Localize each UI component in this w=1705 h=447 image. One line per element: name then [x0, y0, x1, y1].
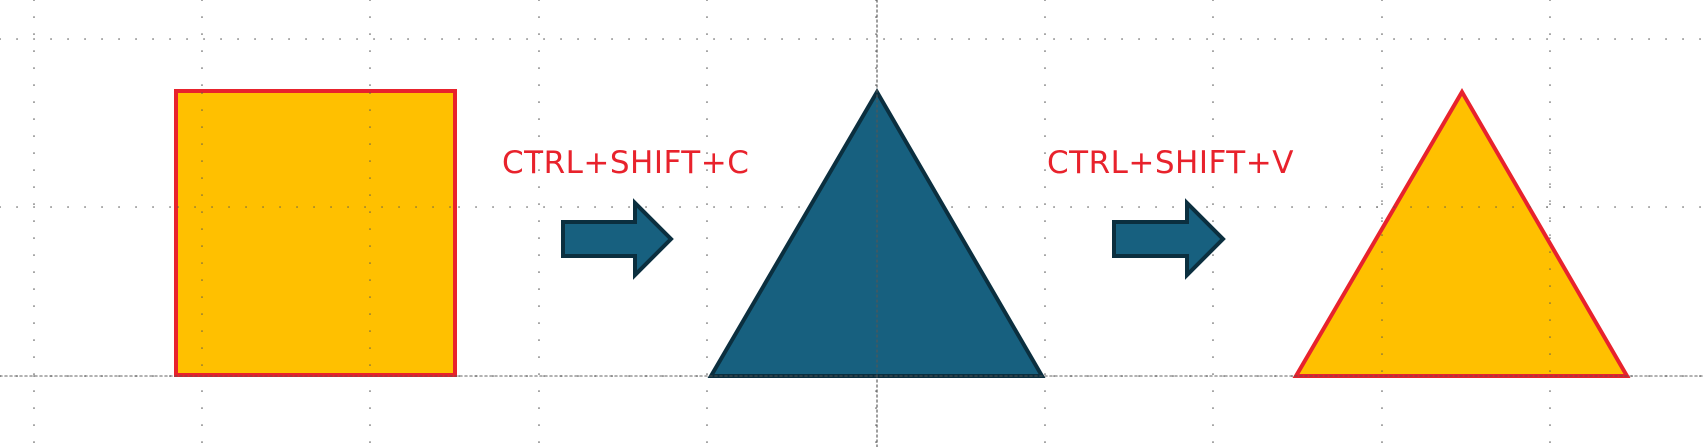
source-square[interactable] [174, 89, 457, 377]
copy-arrow-icon [561, 198, 674, 280]
copy-shortcut-label: CTRL+SHIFT+C [502, 145, 750, 181]
target-triangle-after[interactable] [1292, 88, 1631, 378]
paste-arrow-icon [1112, 198, 1226, 280]
paste-shortcut-label: CTRL+SHIFT+V [1047, 145, 1294, 181]
